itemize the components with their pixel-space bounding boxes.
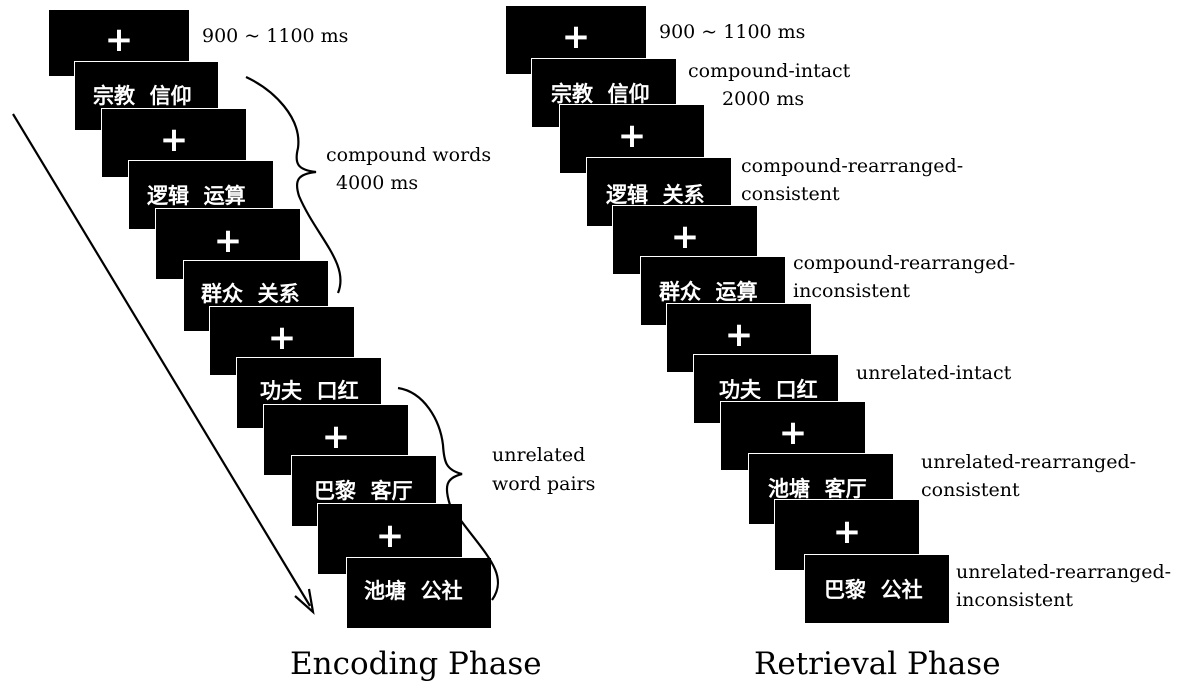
condition-label-3-line2: inconsistent — [793, 280, 910, 302]
word-pair: 功夫 口红 — [719, 378, 818, 402]
encoding-fixation-timing: 900 ~ 1100 ms — [202, 25, 349, 47]
word-pair: 池塘 客厅 — [768, 477, 867, 501]
word-pair: 逻辑 运算 — [147, 184, 246, 208]
condition-label-1-line2: 2000 ms — [722, 88, 805, 110]
word-pair: 巴黎 公社 — [824, 578, 923, 602]
condition-label-4: unrelated-intact — [856, 362, 1012, 384]
word-pair: 巴黎 客厅 — [314, 479, 413, 503]
unrelated-pairs-label-line2: word pairs — [492, 473, 596, 495]
fixation-cross: + — [104, 20, 134, 60]
fixation-cross: + — [213, 221, 243, 261]
word-pair: 池塘 公社 — [364, 579, 463, 603]
fixation-cross: + — [724, 315, 754, 355]
word-pair: 宗教 信仰 — [93, 84, 192, 108]
retrieval-word-pair-screen-6: 巴黎 公社 — [804, 554, 950, 624]
condition-label-6: unrelated-rearranged- — [956, 561, 1172, 583]
fixation-cross: + — [321, 417, 351, 457]
word-pair: 逻辑 关系 — [606, 183, 705, 207]
condition-label-5: unrelated-rearranged- — [921, 451, 1137, 473]
condition-label-6-line2: inconsistent — [956, 589, 1073, 611]
condition-label-2: compound-rearranged- — [741, 155, 964, 177]
word-pair: 宗教 信仰 — [551, 82, 650, 106]
time-arrow — [12, 113, 315, 615]
fixation-cross: + — [832, 512, 862, 552]
condition-label-1: compound-intact — [688, 60, 851, 82]
compound-brace — [245, 76, 342, 294]
unrelated-pairs-label: unrelated — [492, 444, 586, 466]
compound-words-duration: 4000 ms — [336, 172, 419, 194]
retrieval-fixation-timing: 900 ~ 1100 ms — [659, 21, 806, 43]
fixation-cross: + — [670, 217, 700, 257]
word-pair: 群众 关系 — [201, 282, 300, 306]
fixation-cross: + — [267, 318, 297, 358]
fixation-cross: + — [159, 120, 189, 160]
retrieval-phase-title: Retrieval Phase — [754, 646, 1001, 682]
unrelated-brace — [397, 386, 499, 601]
word-pair: 群众 运算 — [659, 280, 758, 304]
fixation-cross: + — [561, 17, 591, 57]
fixation-cross: + — [778, 413, 808, 453]
word-pair: 功夫 口红 — [260, 379, 359, 403]
condition-label-5-line2: consistent — [921, 479, 1020, 501]
encoding-word-pair-screen-6: 池塘 公社 — [346, 557, 492, 629]
fixation-cross: + — [375, 516, 405, 556]
encoding-phase-title: Encoding Phase — [290, 646, 542, 682]
compound-words-label: compound words — [326, 144, 492, 166]
condition-label-2-line2: consistent — [741, 183, 840, 205]
condition-label-3: compound-rearranged- — [793, 252, 1016, 274]
fixation-cross: + — [617, 116, 647, 156]
